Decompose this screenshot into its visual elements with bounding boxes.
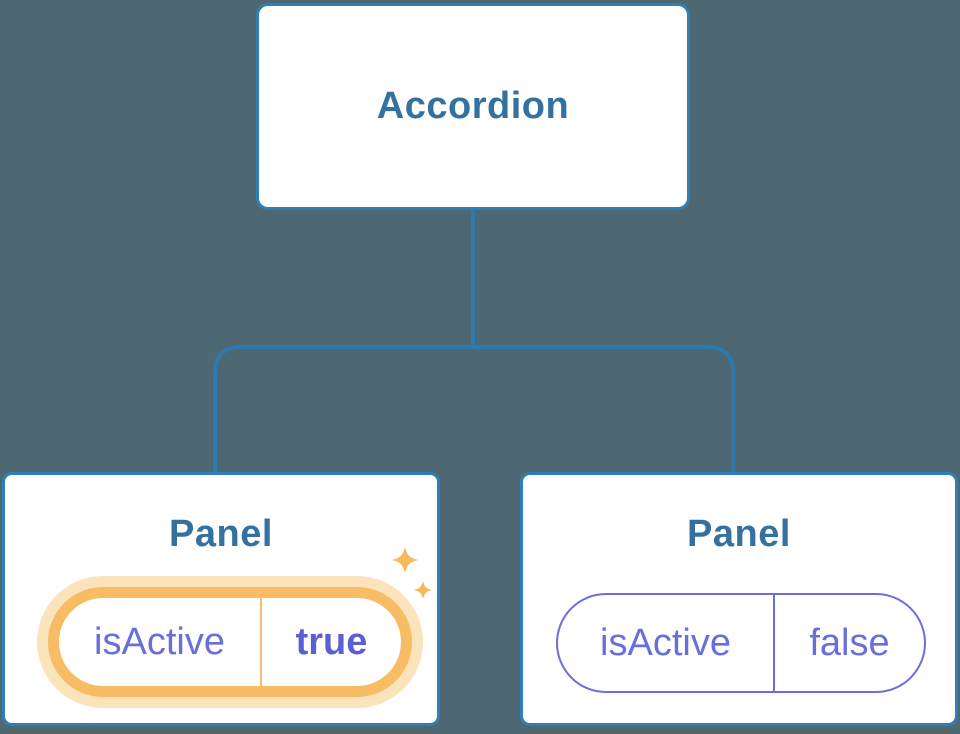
accordion-node: Accordion [256, 3, 690, 210]
prop-value-label: true [295, 620, 368, 663]
state-pill-active: isActive true [48, 587, 412, 697]
panel-title: Panel [687, 513, 791, 555]
pill-divider [773, 595, 775, 691]
tree-connector-branch [213, 345, 735, 474]
panel-node-active: Panel isActive true [2, 472, 440, 726]
sparkle-small-icon [414, 581, 432, 599]
prop-name-label: isActive [94, 620, 225, 663]
pill-divider [260, 598, 262, 686]
panel-title: Panel [169, 513, 273, 555]
panel-node-inactive: Panel isActive false [520, 472, 958, 726]
state-pill-inactive: isActive false [556, 593, 926, 693]
sparkle-large-icon [392, 547, 418, 573]
accordion-node-label: Accordion [376, 85, 570, 127]
prop-value-label: false [809, 621, 890, 664]
sparkles-icon [392, 547, 432, 599]
prop-name-label: isActive [600, 621, 731, 664]
